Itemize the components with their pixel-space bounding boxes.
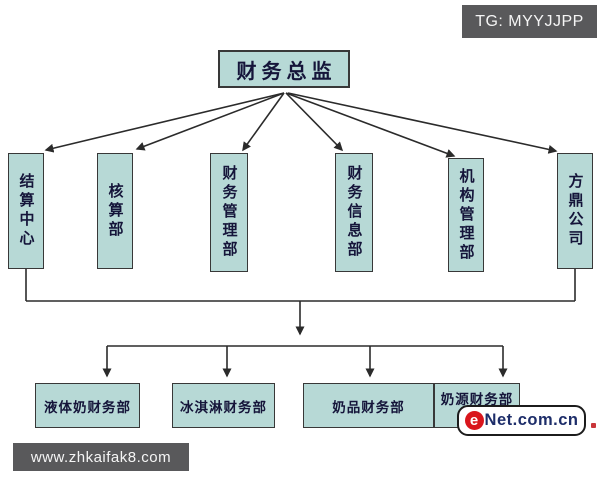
enet-logo-dot-icon [591,423,596,428]
node-financial-mgmt-dept-label: 财务管理部 [220,165,238,260]
node-liquid-milk-finance-label: 液体奶财务部 [44,399,131,415]
node-dairy-products-finance: 奶品财务部 [303,383,434,428]
node-accounting-dept-label: 核算部 [106,182,124,240]
node-ice-cream-finance-label: 冰淇淋财务部 [180,399,267,415]
arrow-root-to-financial-info-dept [285,92,344,152]
node-cfo: 财务总监 [218,50,350,88]
node-financial-info-dept: 财务信息部 [335,153,373,272]
arrow-root-to-settlement-center [44,92,285,153]
enet-logo-text: Net.com.cn [484,411,579,429]
node-fangding-company-label: 方鼎公司 [566,173,584,249]
arrow-root-to-fangding-company [287,92,558,154]
node-settlement-center-label: 结算中心 [17,173,35,249]
tg-watermark-text: TG: MYYJJPP [475,12,584,30]
node-settlement-center: 结算中心 [8,153,44,269]
enet-logo-e-icon: e [464,411,484,430]
enet-logo: e Net.com.cn [457,405,586,436]
node-institution-mgmt-dept-label: 机构管理部 [457,167,475,263]
arrow-root-to-institution-mgmt-dept [285,92,456,158]
site-watermark-text: www.zhkaifak8.com [30,448,172,466]
arrow-root-to-accounting-dept [135,92,285,151]
arrow-root-to-financial-mgmt-dept [242,92,285,152]
node-liquid-milk-finance: 液体奶财务部 [35,383,140,428]
node-dairy-products-finance-label: 奶品财务部 [332,399,405,415]
node-financial-info-dept-label: 财务信息部 [345,165,363,260]
tg-watermark-badge: TG: MYYJJPP [462,5,597,38]
node-financial-mgmt-dept: 财务管理部 [210,153,248,272]
node-ice-cream-finance: 冰淇淋财务部 [172,383,275,428]
node-accounting-dept: 核算部 [97,153,133,269]
node-institution-mgmt-dept: 机构管理部 [448,158,484,272]
site-watermark-bar: www.zhkaifak8.com [13,443,189,471]
node-cfo-label: 财务总监 [236,60,337,83]
node-milk-source-finance-label: 奶源财务部 [440,392,514,407]
node-fangding-company: 方鼎公司 [557,153,593,269]
